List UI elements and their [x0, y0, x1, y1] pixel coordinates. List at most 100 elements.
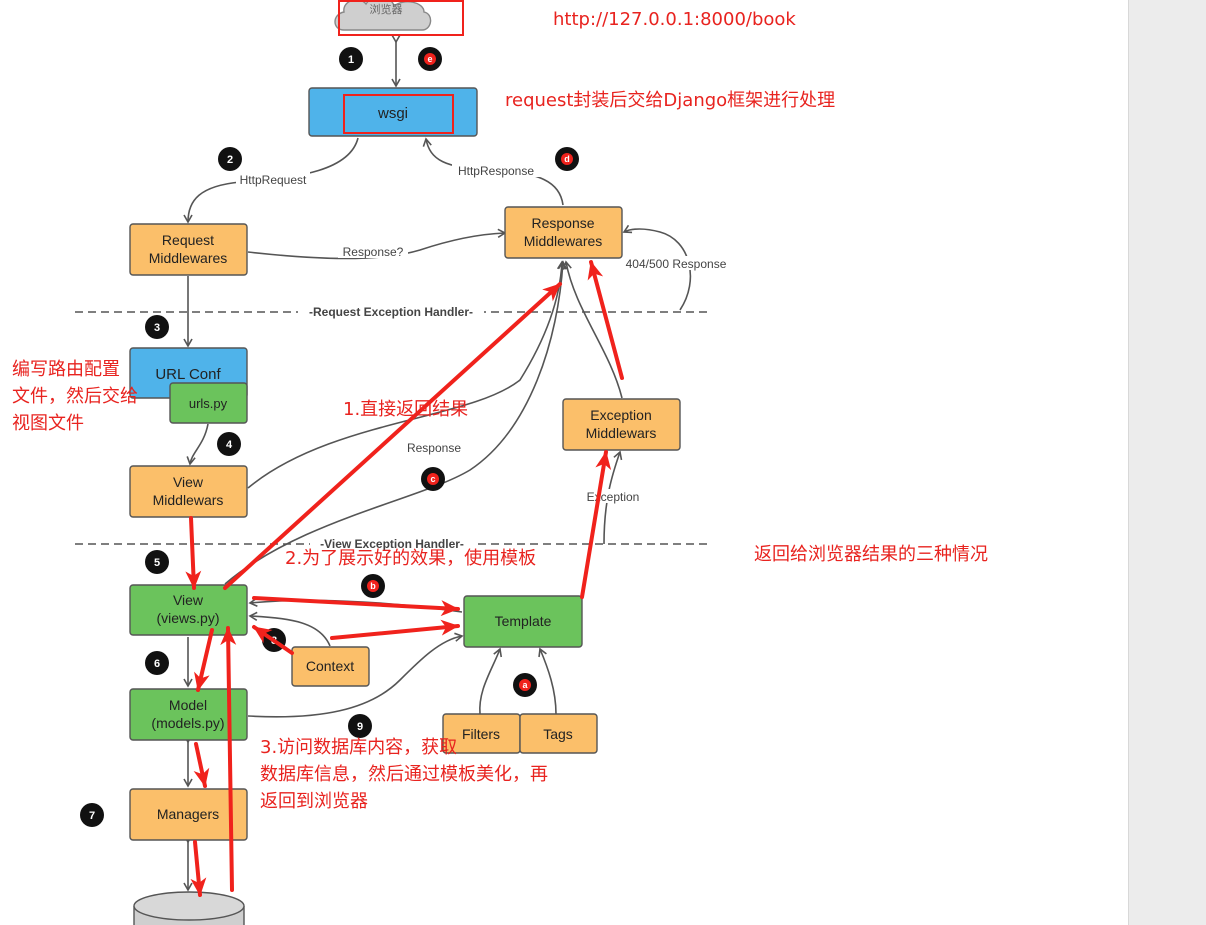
exception-middlewares-node — [562, 398, 681, 451]
annotation-route-note: 编写路由配置 文件，然后交给 视图文件 — [12, 356, 138, 437]
annotation-route-note-line2: 文件，然后交给 — [12, 386, 138, 407]
tags-node — [519, 713, 598, 754]
annotation-db-note: 3.访问数据库内容，获取 数据库信息，然后通过模板美化，再 返回到浏览器 — [260, 734, 548, 815]
annotation-direct-return: 1.直接返回结果 — [343, 399, 469, 420]
step-5: 5 — [145, 550, 169, 574]
edge-filters-template — [479, 647, 503, 715]
request-middlewares-line1: Request — [162, 232, 214, 248]
annotation-route-note-line3: 视图文件 — [12, 413, 84, 434]
svg-text:2: 2 — [227, 154, 233, 166]
annotation-use-template: 2.为了展示好的效果，使用模板 — [285, 548, 537, 569]
view-middlewares-line2: Middlewars — [153, 492, 224, 508]
step-9: 9 — [348, 714, 372, 738]
step-b: b — [361, 574, 385, 598]
view-middlewares-line1: View — [173, 474, 204, 490]
edge-model-template — [247, 632, 464, 718]
step-3: 3 — [145, 315, 169, 339]
svg-text:5: 5 — [154, 557, 160, 569]
edge-view-response — [224, 260, 568, 585]
template-label: Template — [495, 613, 552, 629]
edge-404-500 — [622, 224, 692, 311]
red-arrow-context-template — [330, 619, 460, 640]
managers-node — [129, 788, 248, 841]
step-1: 1 — [339, 47, 363, 71]
tags-label: Tags — [543, 726, 573, 742]
svg-text:e: e — [427, 54, 432, 64]
context-node — [291, 646, 370, 687]
view-line1: View — [173, 592, 204, 608]
red-arrow-model-managers — [193, 742, 210, 788]
annotation-three-cases: 返回给浏览器结果的三种情况 — [754, 544, 988, 565]
step-c: c — [421, 467, 445, 491]
wsgi-label: wsgi — [377, 105, 408, 122]
label-httpresponse: HttpResponse — [458, 164, 534, 178]
annotation-wsgi-note: request封装后交给Django框架进行处理 — [505, 90, 836, 111]
annotation-route-note-line1: 编写路由配置 — [12, 359, 120, 380]
svg-text:b: b — [370, 581, 376, 591]
request-middlewares-line2: Middlewares — [149, 250, 228, 266]
step-2: 2 — [218, 147, 242, 171]
step-7: 7 — [80, 803, 104, 827]
label-exception: Exception — [587, 490, 640, 504]
svg-text:a: a — [522, 680, 528, 690]
edge-context-view — [248, 611, 331, 647]
browser-highlight — [338, 0, 464, 36]
step-e: e — [418, 47, 442, 71]
edge-viewmw-response — [247, 260, 567, 489]
exception-middlewares-line2: Middlewars — [586, 425, 657, 441]
edge-exception-response — [562, 260, 623, 399]
step-4: 4 — [217, 432, 241, 456]
label-response-q: Response? — [343, 245, 404, 259]
red-arrow-direct-return — [223, 282, 562, 590]
managers-label: Managers — [157, 806, 219, 822]
divider-view-exception-label: -View Exception Handler- — [320, 537, 464, 551]
cloud-icon — [334, 0, 432, 31]
label-httprequest: HttpRequest — [240, 173, 307, 187]
annotation-url: http://127.0.0.1:8000/book — [553, 9, 796, 30]
svg-text:d: d — [564, 154, 570, 164]
context-label: Context — [306, 658, 354, 674]
wsgi-node — [308, 87, 478, 137]
label-response: Response — [407, 441, 461, 455]
response-middlewares-node — [504, 206, 623, 259]
django-flow-diagram: -Request Exception Handler- -View Except… — [75, 0, 727, 925]
request-middlewares-node — [129, 223, 248, 276]
browser-node: 浏览器 — [334, 0, 432, 31]
edge-response-q — [247, 228, 507, 260]
model-line2: (models.py) — [151, 715, 224, 731]
response-middlewares-line1: Response — [531, 215, 594, 231]
edge-urls-viewmw — [186, 423, 209, 466]
red-arrow-viewmw-view — [185, 516, 202, 590]
svg-text:7: 7 — [89, 810, 95, 822]
step-d: d — [555, 147, 579, 171]
red-arrow-db-view — [220, 626, 237, 892]
svg-text:9: 9 — [357, 721, 363, 733]
svg-text:6: 6 — [154, 658, 160, 670]
label-404-500: 404/500 Response — [626, 257, 727, 271]
database-icon — [133, 891, 245, 925]
urls-py-node — [169, 382, 248, 424]
response-middlewares-line2: Middlewares — [524, 233, 603, 249]
filters-label: Filters — [462, 726, 500, 742]
model-node — [129, 688, 248, 741]
annotation-db-note-line1: 3.访问数据库内容，获取 — [260, 737, 458, 758]
divider-request-exception-label: -Request Exception Handler- — [309, 305, 473, 319]
view-middlewares-node — [129, 465, 248, 518]
urls-py-label: urls.py — [189, 396, 228, 411]
right-gutter — [1128, 0, 1206, 925]
svg-text:3: 3 — [154, 322, 160, 334]
svg-text:c: c — [430, 474, 435, 484]
red-arrow-managers-db — [190, 840, 207, 897]
model-line1: Model — [169, 697, 207, 713]
template-node — [463, 595, 583, 648]
exception-middlewares-line1: Exception — [590, 407, 651, 423]
red-arrow-view-template — [252, 596, 460, 617]
red-arrow-context-view — [252, 625, 294, 655]
url-conf-label: URL Conf — [155, 366, 221, 383]
wsgi-highlight — [343, 94, 454, 134]
view-line2: (views.py) — [156, 610, 219, 626]
svg-text:4: 4 — [226, 439, 233, 451]
step-a: a — [513, 673, 537, 697]
svg-text:1: 1 — [348, 54, 354, 66]
red-arrow-view-model — [194, 628, 214, 692]
